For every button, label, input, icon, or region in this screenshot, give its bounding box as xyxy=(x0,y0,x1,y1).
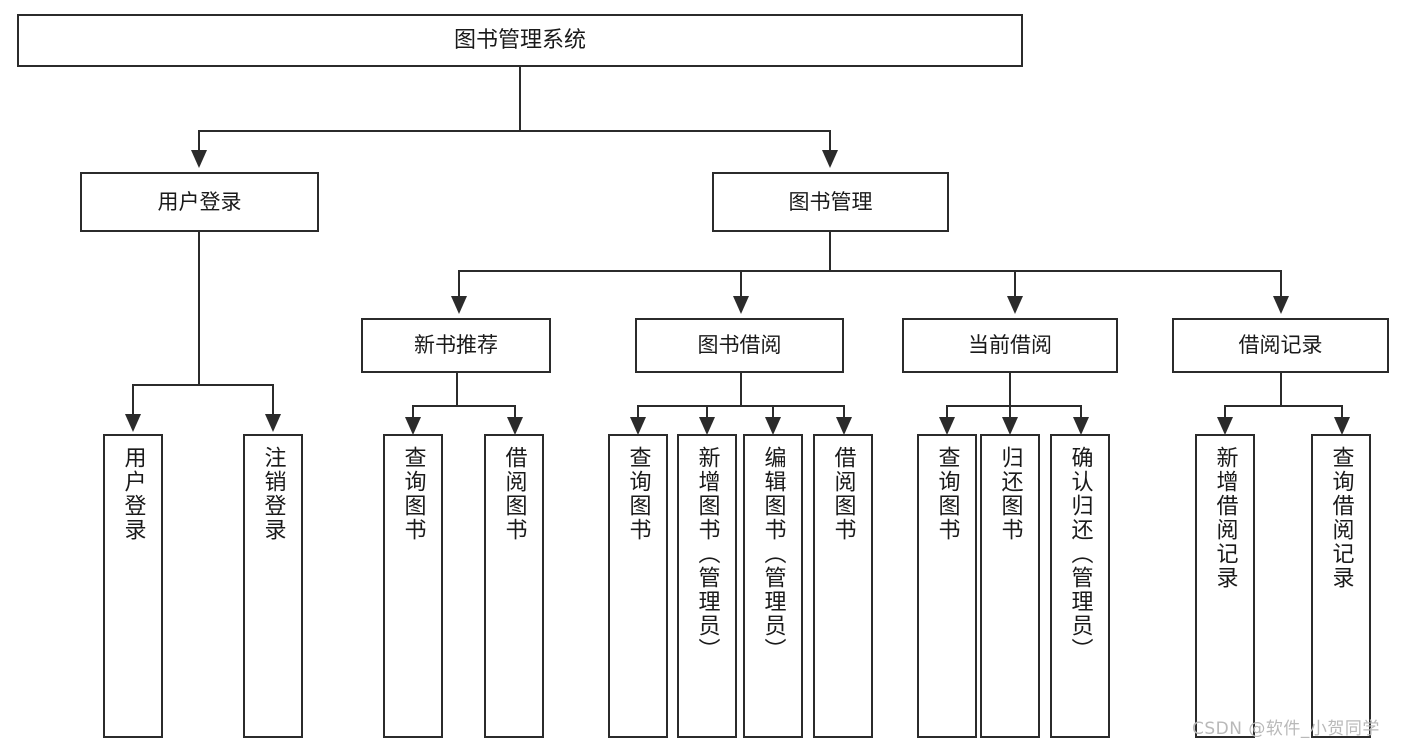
node-borrow-record[interactable]: 借阅记录 xyxy=(1172,318,1389,373)
connector-new-book-bar xyxy=(412,405,514,407)
node-new-book-recommend[interactable]: 新书推荐 xyxy=(361,318,551,373)
connector-current-borrow-bar xyxy=(946,405,1080,407)
node-label: 借阅记录 xyxy=(1238,333,1323,358)
leaf-user-login[interactable]: 用户登录 xyxy=(103,434,163,738)
connector-root-stem xyxy=(519,67,521,130)
arrow-to-leaf-confirm-return xyxy=(1073,417,1089,435)
connector-level2-drop-right xyxy=(829,130,831,152)
leaf-query-book-current[interactable]: 查询图书 xyxy=(917,434,977,738)
connector-current-borrow-drop-3 xyxy=(1080,405,1082,419)
arrow-to-book-borrow xyxy=(733,296,749,314)
connector-user-login-bar xyxy=(132,384,272,386)
node-label: 新增借阅记录 xyxy=(1212,446,1238,590)
node-label: 查询图书 xyxy=(400,446,426,542)
connector-new-book-stem xyxy=(456,373,458,405)
connector-current-borrow-drop-1 xyxy=(946,405,948,419)
node-root-system[interactable]: 图书管理系统 xyxy=(17,14,1023,67)
arrow-to-leaf-borrow-book-1 xyxy=(507,417,523,435)
leaf-return-book[interactable]: 归还图书 xyxy=(980,434,1040,738)
arrow-to-user-login xyxy=(191,150,207,168)
connector-book-manage-stem xyxy=(829,232,831,270)
node-label: 归还图书 xyxy=(997,446,1023,542)
connector-level3-drop-3 xyxy=(1014,270,1016,298)
arrow-to-leaf-add-book xyxy=(699,417,715,435)
node-label: 当前借阅 xyxy=(968,333,1052,358)
leaf-add-book-admin[interactable]: 新增图书（管理员） xyxy=(677,434,737,738)
node-label: 图书借阅 xyxy=(697,333,782,358)
arrow-to-leaf-logout xyxy=(265,414,281,432)
node-label: 用户登录 xyxy=(157,189,242,214)
arrow-to-leaf-edit-book xyxy=(765,417,781,435)
arrow-to-borrow-record xyxy=(1273,296,1289,314)
leaf-query-book-newbook[interactable]: 查询图书 xyxy=(383,434,443,738)
connector-current-borrow-stem xyxy=(1009,373,1011,405)
node-label: 查询借阅记录 xyxy=(1328,446,1354,590)
leaf-edit-book-admin[interactable]: 编辑图书（管理员） xyxy=(743,434,803,738)
connector-level2-bar xyxy=(198,130,831,132)
connector-user-login-stem xyxy=(198,232,200,384)
arrow-to-leaf-add-record xyxy=(1217,417,1233,435)
connector-borrow-record-drop-2 xyxy=(1341,405,1343,419)
node-label: 借阅图书 xyxy=(830,446,856,542)
connector-new-book-drop-2 xyxy=(514,405,516,419)
connector-book-borrow-drop-1 xyxy=(637,405,639,419)
connector-level3-bar xyxy=(458,270,1281,272)
connector-book-borrow-drop-2 xyxy=(706,405,708,419)
leaf-logout[interactable]: 注销登录 xyxy=(243,434,303,738)
node-label: 注销登录 xyxy=(260,446,286,542)
connector-book-borrow-drop-4 xyxy=(843,405,845,419)
connector-borrow-record-bar xyxy=(1224,405,1341,407)
node-label: 新增图书（管理员） xyxy=(694,446,720,662)
connector-level3-drop-4 xyxy=(1280,270,1282,298)
arrow-to-leaf-query-record xyxy=(1334,417,1350,435)
node-label: 编辑图书（管理员） xyxy=(760,446,786,662)
leaf-borrow-book-borrow[interactable]: 借阅图书 xyxy=(813,434,873,738)
connector-borrow-record-stem xyxy=(1280,373,1282,405)
node-book-management[interactable]: 图书管理 xyxy=(712,172,949,232)
arrow-to-leaf-query-book-3 xyxy=(939,417,955,435)
connector-user-login-drop-1 xyxy=(132,384,134,416)
leaf-confirm-return-admin[interactable]: 确认归还（管理员） xyxy=(1050,434,1110,738)
connector-user-login-drop-2 xyxy=(272,384,274,416)
arrow-to-book-manage xyxy=(822,150,838,168)
leaf-borrow-book-newbook[interactable]: 借阅图书 xyxy=(484,434,544,738)
arrow-to-leaf-user-login xyxy=(125,414,141,432)
node-label: 新书推荐 xyxy=(414,333,498,358)
connector-level3-drop-1 xyxy=(458,270,460,298)
node-user-login[interactable]: 用户登录 xyxy=(80,172,319,232)
connector-new-book-drop-1 xyxy=(412,405,414,419)
connector-book-borrow-drop-3 xyxy=(772,405,774,419)
arrow-to-leaf-return-book xyxy=(1002,417,1018,435)
connector-current-borrow-drop-2 xyxy=(1009,405,1011,419)
node-label: 查询图书 xyxy=(625,446,651,542)
arrow-to-current-borrow xyxy=(1007,296,1023,314)
node-label: 确认归还（管理员） xyxy=(1067,446,1093,662)
arrow-to-new-book xyxy=(451,296,467,314)
node-label: 图书管理系统 xyxy=(453,27,586,53)
leaf-add-borrow-record[interactable]: 新增借阅记录 xyxy=(1195,434,1255,738)
connector-level2-drop-left xyxy=(198,130,200,152)
node-label: 图书管理 xyxy=(788,189,873,214)
connector-book-borrow-stem xyxy=(740,373,742,405)
arrow-to-leaf-query-book-1 xyxy=(405,417,421,435)
node-current-borrow[interactable]: 当前借阅 xyxy=(902,318,1118,373)
node-label: 借阅图书 xyxy=(501,446,527,542)
node-book-borrow[interactable]: 图书借阅 xyxy=(635,318,844,373)
leaf-query-borrow-record[interactable]: 查询借阅记录 xyxy=(1311,434,1371,738)
arrow-to-leaf-borrow-book-2 xyxy=(836,417,852,435)
connector-book-borrow-bar xyxy=(637,405,844,407)
connector-borrow-record-drop-1 xyxy=(1224,405,1226,419)
arrow-to-leaf-query-book-2 xyxy=(630,417,646,435)
leaf-query-book-borrow[interactable]: 查询图书 xyxy=(608,434,668,738)
node-label: 用户登录 xyxy=(120,446,146,542)
connector-level3-drop-2 xyxy=(740,270,742,298)
node-label: 查询图书 xyxy=(934,446,960,542)
